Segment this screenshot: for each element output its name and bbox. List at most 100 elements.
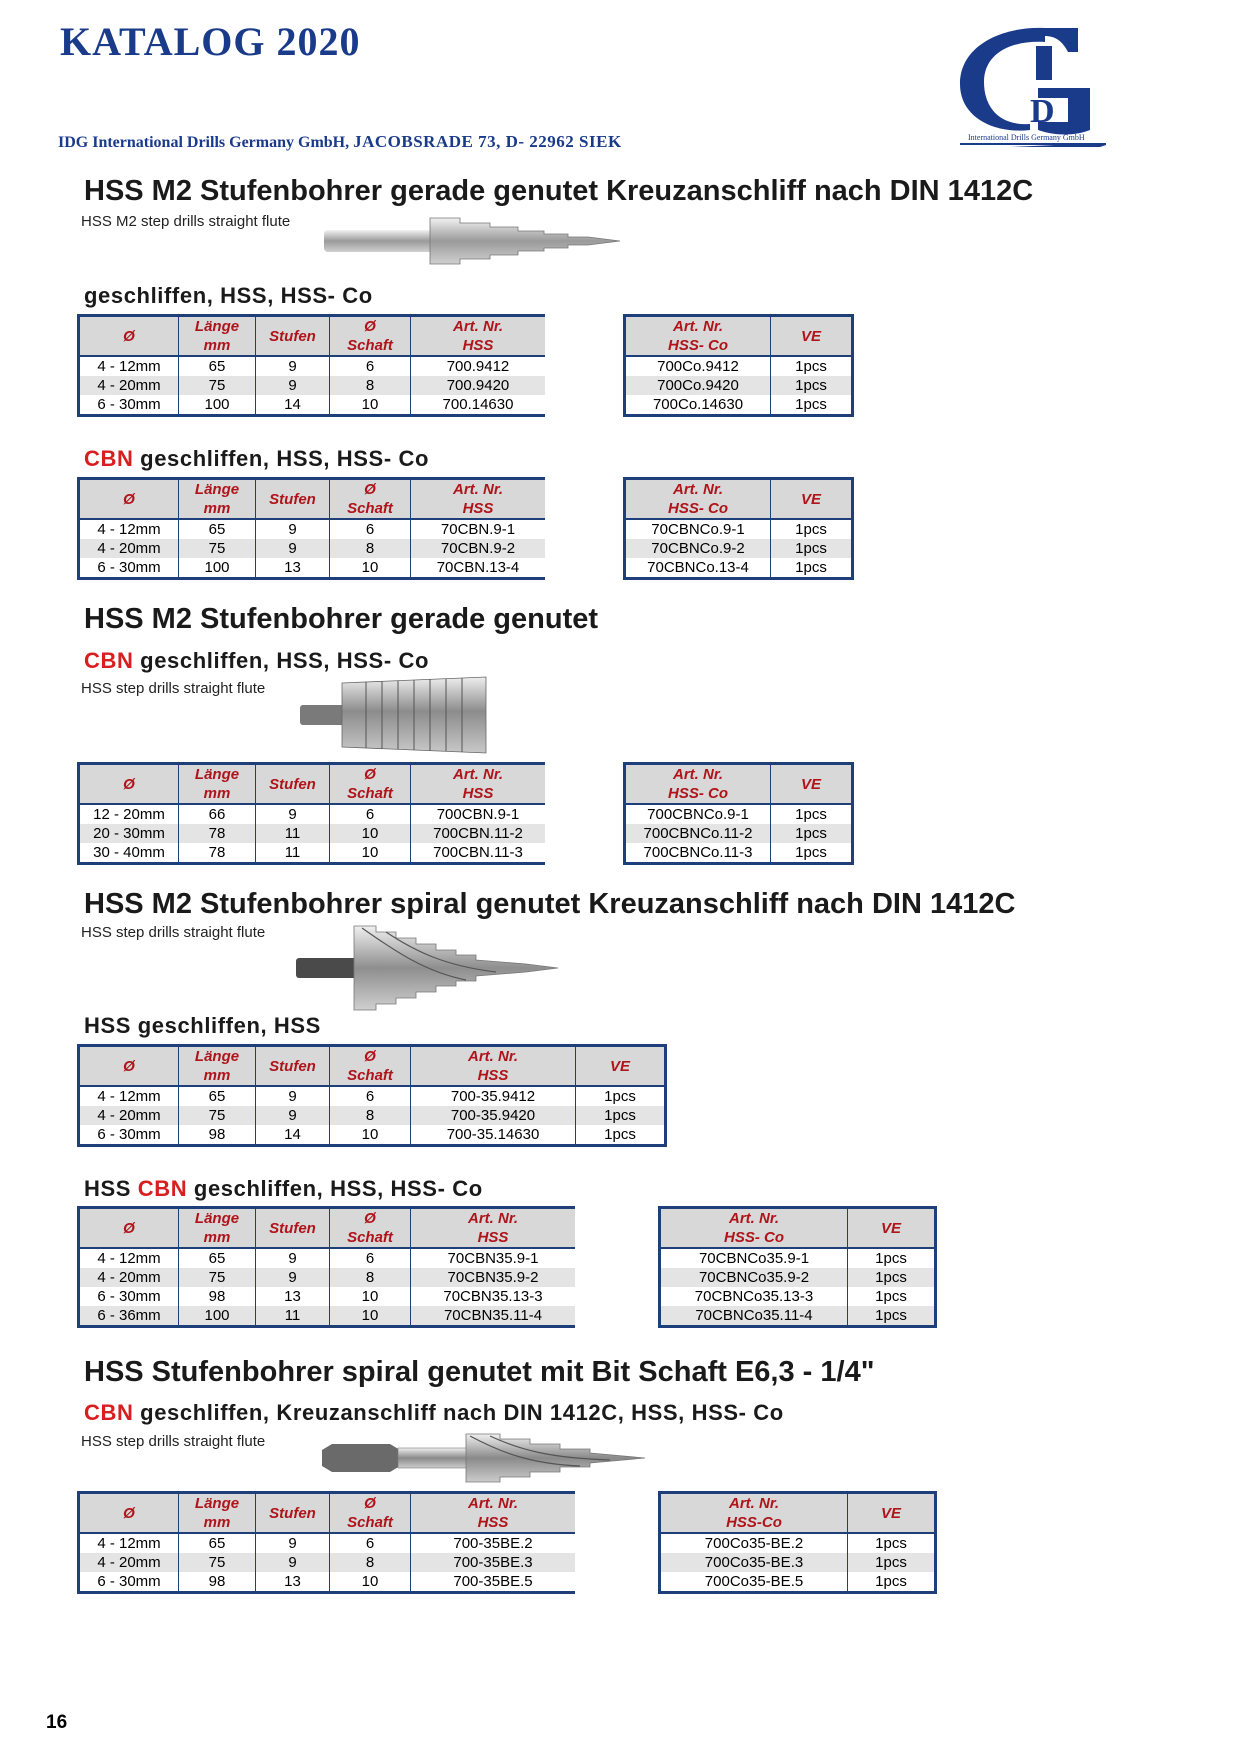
table-cell: 11	[255, 843, 330, 864]
table-cell: 75	[178, 1553, 256, 1572]
column-header: VE	[847, 1207, 936, 1249]
table-cell: 70CBN.13-4	[436, 559, 520, 576]
col-art-hss: Art. Nr.HSS	[410, 315, 545, 357]
table-cell: 70CBN35.11-4	[410, 1306, 575, 1327]
table-cell: 75	[178, 539, 256, 558]
column-header: Art. Nr.HSS- Co	[624, 763, 771, 805]
table-cell: 700Co35-BE.2	[659, 1533, 848, 1553]
table-cell: 65	[178, 1086, 256, 1106]
table-cell: 10	[329, 824, 411, 843]
table-cell: 70CBN35.13-3	[443, 1288, 543, 1305]
table-cell: 10	[329, 558, 411, 579]
table-cell: 9	[255, 1533, 330, 1553]
section-subtitle: HSS step drills straight flute	[81, 680, 266, 697]
table-cell: 4 - 20mm	[78, 539, 179, 558]
section-title: HSS M2 Stufenbohrer gerade genutet	[84, 603, 599, 635]
table-cell: 9	[255, 1553, 330, 1572]
table-cell: 700Co.9420	[624, 376, 771, 395]
table-cell: 1pcs	[875, 1573, 907, 1590]
table-cell: 10	[329, 843, 411, 864]
table-row: 700Co35-BE.5 1pcs	[659, 1572, 936, 1593]
table-cell: 4 - 20mm	[78, 1553, 179, 1572]
table-cell: 8	[329, 539, 411, 558]
table-cell: 6 - 30mm	[78, 395, 179, 416]
column-header: Ø	[78, 763, 179, 805]
table-cell: 70CBN35.9-1	[447, 1250, 539, 1267]
col-ve: VE	[770, 315, 853, 357]
column-header: Stufen	[255, 1492, 330, 1534]
table-cell: 4 - 12mm	[78, 519, 179, 539]
column-header: VE	[770, 478, 853, 520]
table-cell: 700Co.9412	[624, 356, 771, 376]
table-cell: 700CBNCo.11-2	[624, 824, 771, 843]
table-cell: 13	[255, 1572, 330, 1593]
column-header: Ø	[78, 1207, 179, 1249]
table-cell: 70CBNCo.9-1	[624, 519, 771, 539]
column-header: Art. Nr.HSS	[410, 478, 545, 520]
column-header: Art. Nr.HSS- Co	[659, 1207, 848, 1249]
table-cell: 700.9420	[410, 376, 545, 395]
table-cell: 700CBN.9-1	[436, 806, 520, 823]
column-header: VE	[575, 1045, 666, 1087]
table-cell: 1pcs	[795, 806, 827, 823]
table-cell: 70CBN.9-2	[410, 539, 545, 558]
table-cell: 1pcs	[770, 539, 853, 558]
table-cell: 1pcs	[770, 824, 853, 843]
table-cell: 98	[178, 1125, 256, 1146]
table-cell: 1pcs	[875, 1288, 907, 1305]
table-cell: 1pcs	[604, 1126, 636, 1143]
table-cell: 700Co35-BE.3	[659, 1553, 848, 1572]
table-cell: 12 - 20mm	[78, 804, 179, 824]
table-cell: 9	[255, 539, 330, 558]
table-cell: 700-35BE.3	[410, 1553, 575, 1572]
table-cell: 70CBNCo35.13-3	[659, 1287, 848, 1306]
company-address: JACOBSRADE 73, D- 22962 SIEK	[353, 132, 622, 151]
company-name: IDG International Drills Germany GmbH,	[58, 134, 350, 151]
table-cell: 20 - 30mm	[78, 824, 179, 843]
table-cell: 700CBNCo.11-3	[624, 843, 771, 864]
column-header: Ø	[78, 1045, 179, 1087]
table-cell: 65	[178, 356, 256, 376]
section-subtitle: HSS step drills straight flute	[81, 924, 266, 941]
table-cell: 6	[329, 1086, 411, 1106]
step-drill-bit-shank-image	[322, 1433, 646, 1483]
table-cell: 4 - 20mm	[78, 1106, 179, 1125]
table-cell: 98	[178, 1572, 256, 1593]
subsection-heading: geschliffen, HSS, HSS- Co	[84, 283, 373, 308]
table-cell: 13	[255, 558, 330, 579]
table-cell: 700Co35-BE.5	[659, 1572, 848, 1593]
table-cell: 8	[329, 376, 411, 395]
table-cell: 65	[178, 519, 256, 539]
table-cell: 1pcs	[847, 1268, 936, 1287]
table-cell: 9	[255, 519, 330, 539]
step-drill-spiral-image	[296, 925, 559, 1011]
table-cell: 70CBN35.9-2	[410, 1268, 575, 1287]
table-cell: 8	[329, 1268, 411, 1287]
col-diameter: Ø	[78, 315, 179, 357]
column-header: Art. Nr.HSS	[410, 1207, 575, 1249]
svg-text:D: D	[1030, 93, 1055, 130]
column-header: Stufen	[255, 763, 330, 805]
table-cell: 700.14630	[442, 396, 514, 413]
column-header: Art. Nr.HSS	[410, 763, 545, 805]
